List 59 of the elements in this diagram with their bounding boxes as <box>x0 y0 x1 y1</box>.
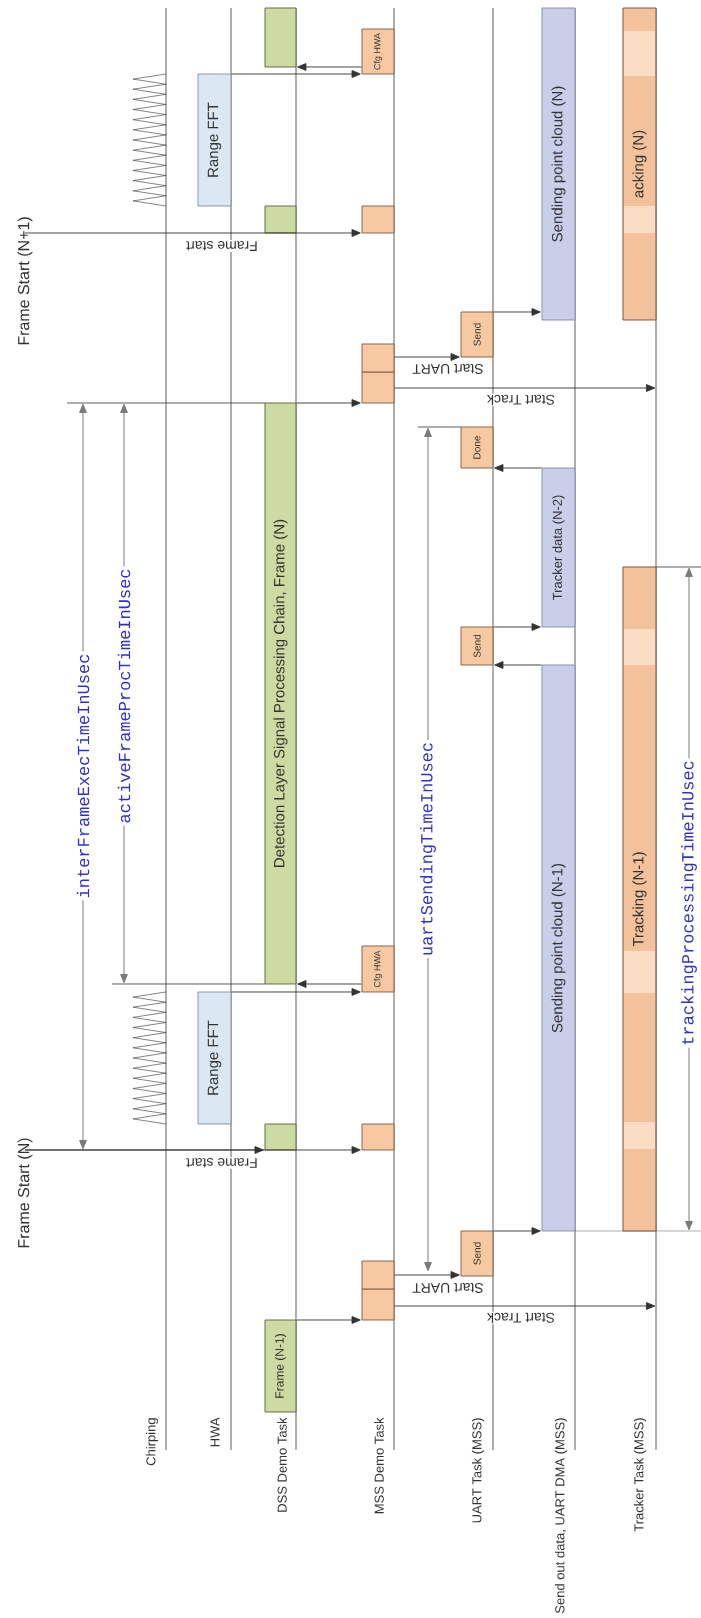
process-box: Range FFT <box>197 991 232 1125</box>
arrow <box>493 623 541 631</box>
arrow <box>297 980 362 988</box>
task-box <box>361 1260 395 1290</box>
dimension-label: uartSendingTimeInUsec <box>418 739 438 959</box>
task-box: Done <box>460 426 494 469</box>
arrow <box>24 229 361 237</box>
task-box: Send <box>460 1230 494 1277</box>
frame-start-label: Frame Start (N+1) <box>17 217 33 345</box>
arrow <box>493 308 541 316</box>
lane-label: Tracker Task (MSS) <box>633 1418 647 1532</box>
task-box: Detection Layer Signal Processing Chain, Frame (N) <box>264 402 297 985</box>
task-box: Send <box>460 311 494 358</box>
task-box: Frame (N-1) <box>264 1319 297 1413</box>
task-box: Cfg HWA <box>361 945 395 993</box>
task-box <box>361 343 395 373</box>
arrow <box>494 464 542 472</box>
edge-label: Start Track <box>486 1311 556 1325</box>
lane-label: MSS Demo Task <box>374 1417 384 1514</box>
arrow <box>394 353 460 361</box>
edge-label: Frame start <box>185 1157 259 1169</box>
lane-label: UART Task (MSS) <box>471 1418 485 1523</box>
task-box: Sending point cloud (N) <box>541 7 576 321</box>
task-box: Tracking (N-1) <box>622 566 657 1232</box>
frame-start-label: Frame Start (N) <box>17 1138 33 1248</box>
arrow <box>394 1302 656 1310</box>
arrow <box>296 1316 361 1324</box>
task-box <box>361 1123 395 1151</box>
arrow <box>296 399 361 407</box>
dimension-label: activeFrameProcTimeInUsec <box>115 566 133 826</box>
arrow <box>297 63 362 71</box>
edge-label: Frame start <box>185 240 259 252</box>
task-box <box>361 1288 395 1321</box>
task-box <box>361 371 395 404</box>
lane-label: HWA <box>210 1417 220 1447</box>
task-box <box>264 205 297 234</box>
arrow <box>493 1227 541 1235</box>
arrow <box>494 661 542 669</box>
edge-label: Start UART <box>411 363 485 375</box>
arrow <box>394 1271 460 1279</box>
process-box: Range FFT <box>197 73 232 207</box>
arrow <box>231 70 361 78</box>
task-box <box>264 1123 297 1151</box>
edge-label: Start UART <box>411 1282 485 1294</box>
task-box <box>264 7 297 68</box>
task-box: Send <box>460 626 494 666</box>
edge-label: Start Track <box>486 393 556 407</box>
task-box: Tracker data (N-2) <box>541 467 576 628</box>
arrow <box>231 988 361 996</box>
task-box: Sending point cloud (N-1) <box>541 664 576 1232</box>
task-box: acking (N) <box>622 7 657 321</box>
arrow <box>394 384 656 392</box>
task-box: Cfg HWA <box>361 28 395 75</box>
arrow <box>24 1146 264 1154</box>
lane-label: Send out data, UART DMA (MSS) <box>554 1418 568 1614</box>
dimension-label: interFrameExecTimeInUsec <box>74 651 92 901</box>
dimension-label: trackingProcessingTimeInUsec <box>679 758 699 1048</box>
task-box <box>361 205 395 234</box>
lane-label: Chirping <box>145 1418 159 1466</box>
